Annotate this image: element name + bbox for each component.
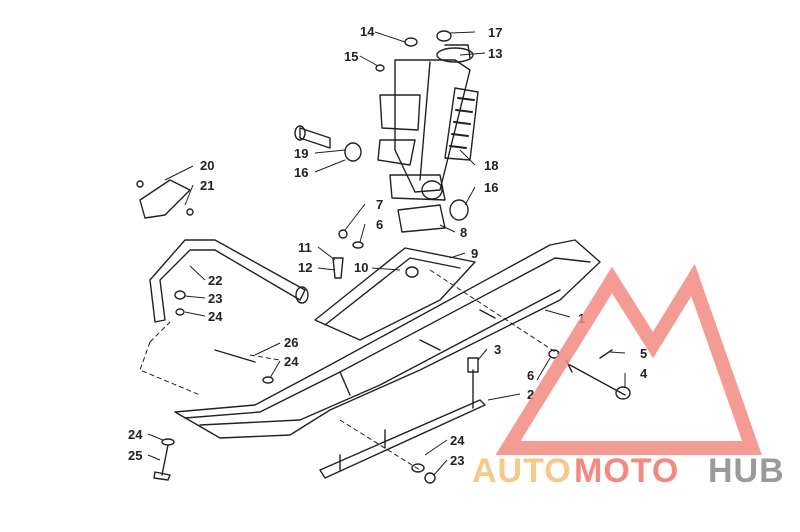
callout-8: 8 bbox=[460, 225, 467, 240]
callout-19: 19 bbox=[294, 146, 308, 161]
ski-saddle bbox=[314, 247, 476, 341]
logo-triangle-icon bbox=[495, 263, 762, 455]
leader-lines bbox=[139, 269, 561, 471]
callout-7: 7 bbox=[376, 197, 383, 212]
callout-3: 3 bbox=[494, 342, 501, 357]
callout-24-bolt: 24 bbox=[284, 354, 299, 369]
callout-13: 13 bbox=[488, 46, 502, 61]
bolt-12 bbox=[332, 257, 344, 279]
washer-14 bbox=[404, 37, 418, 47]
callout-5: 5 bbox=[640, 346, 647, 361]
callout-9: 9 bbox=[471, 246, 478, 261]
callout-17: 17 bbox=[488, 25, 502, 40]
handle-tube bbox=[294, 125, 469, 221]
callout-23-upper: 23 bbox=[208, 291, 222, 306]
bracket-8 bbox=[397, 204, 446, 233]
callout-21: 21 bbox=[200, 178, 214, 193]
nut-7 bbox=[338, 229, 348, 239]
logo-auto: AUTO bbox=[472, 452, 572, 490]
callout-20: 20 bbox=[200, 158, 214, 173]
callout-12: 12 bbox=[298, 260, 312, 275]
runner bbox=[319, 357, 486, 479]
callout-10: 10 bbox=[354, 260, 368, 275]
nut-15 bbox=[375, 64, 385, 72]
callout-24-loop: 24 bbox=[208, 309, 223, 324]
callout-26: 26 bbox=[284, 335, 298, 350]
steering-post bbox=[377, 44, 474, 201]
callout-labels: 1 2 3 4 5 6 6 7 8 9 10 11 12 13 14 15 16… bbox=[128, 24, 648, 468]
shim bbox=[136, 179, 194, 219]
callout-23-lower: 23 bbox=[450, 453, 464, 468]
ski-body bbox=[174, 239, 601, 439]
callout-18: 18 bbox=[484, 158, 498, 173]
callout-24-lower: 24 bbox=[450, 433, 465, 448]
washer-6 bbox=[352, 241, 364, 249]
automotohub-logo: AUTO MOTO HUB bbox=[472, 263, 785, 490]
callout-14: 14 bbox=[360, 24, 375, 39]
callout-24-left: 24 bbox=[128, 427, 143, 442]
callout-leaders bbox=[147, 31, 626, 476]
bolt-26 bbox=[214, 349, 274, 384]
callout-22: 22 bbox=[208, 273, 222, 288]
callout-6-lower: 6 bbox=[527, 368, 534, 383]
bolt-25 bbox=[153, 438, 175, 481]
callout-4: 4 bbox=[640, 366, 648, 381]
logo-hub: HUB bbox=[708, 452, 785, 490]
cap-17 bbox=[436, 30, 452, 42]
callout-11: 11 bbox=[298, 240, 312, 255]
logo-moto: MOTO bbox=[574, 452, 679, 490]
callout-16-left: 16 bbox=[294, 165, 308, 180]
ski-loop bbox=[149, 239, 309, 323]
callout-6-upper: 6 bbox=[376, 217, 383, 232]
callout-16-right: 16 bbox=[484, 180, 498, 195]
callout-2: 2 bbox=[527, 387, 534, 402]
callout-15: 15 bbox=[344, 49, 358, 64]
callout-25: 25 bbox=[128, 448, 142, 463]
